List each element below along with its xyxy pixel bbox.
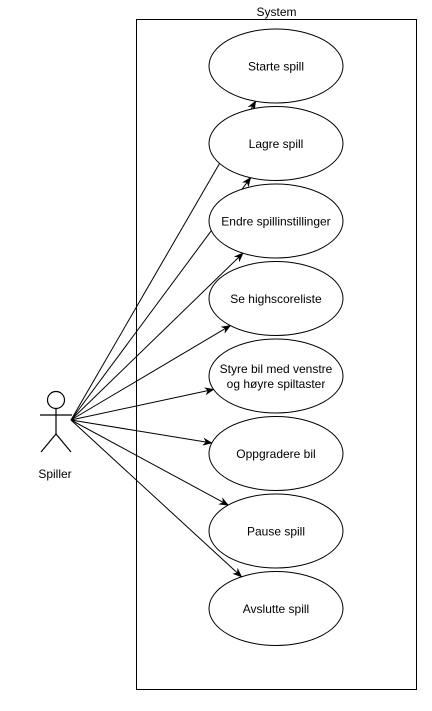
use-case-ellipse	[208, 183, 344, 259]
use-case-label: Styre bil med venstre	[220, 362, 333, 376]
use-case-ellipse	[208, 338, 344, 414]
use-case-label: og høyre spiltaster	[227, 377, 326, 391]
system-boundary-box	[136, 19, 417, 690]
use-case-ellipse	[208, 416, 344, 491]
system-title: System	[256, 5, 296, 19]
association-arrow	[70, 419, 230, 506]
association-arrow	[70, 419, 243, 578]
actor-right-leg	[55, 433, 72, 453]
use-case[interactable]: Avslutte spill	[208, 571, 344, 646]
actor-head	[46, 390, 66, 410]
use-case-label: Se highscoreliste	[230, 292, 322, 306]
actor-spiller: Spiller	[38, 390, 72, 481]
use-case[interactable]: Endre spillinstillinger	[208, 183, 344, 259]
use-case-ellipse	[208, 571, 344, 646]
actor-left-leg	[40, 433, 57, 453]
use-case-label: Starte spill	[248, 59, 304, 73]
use-case[interactable]: Pause spill	[208, 493, 344, 569]
use-case-ellipse	[208, 493, 344, 569]
association-arrow	[70, 325, 232, 421]
association-arrow	[70, 387, 215, 421]
association-arrow	[70, 419, 213, 446]
system-boundary: System	[136, 5, 417, 690]
use-case-label: Oppgradere bil	[236, 447, 315, 461]
use-case-label: Pause spill	[247, 524, 305, 538]
use-case-ellipse	[208, 28, 344, 104]
use-case-ellipse	[208, 106, 344, 181]
use-case-label: Lagre spill	[249, 137, 304, 151]
use-case[interactable]: Lagre spill	[208, 106, 344, 181]
use-case-ellipse	[208, 261, 344, 336]
association-arrow	[70, 252, 244, 421]
use-case[interactable]: Starte spill	[208, 28, 344, 104]
use-case[interactable]: Se highscoreliste	[208, 261, 344, 336]
use-case[interactable]: Oppgradere bil	[208, 416, 344, 491]
use-case-label: Avslutte spill	[243, 602, 309, 616]
actor-name: Spiller	[38, 467, 71, 481]
use-case-label: Endre spillinstillinger	[221, 214, 330, 228]
